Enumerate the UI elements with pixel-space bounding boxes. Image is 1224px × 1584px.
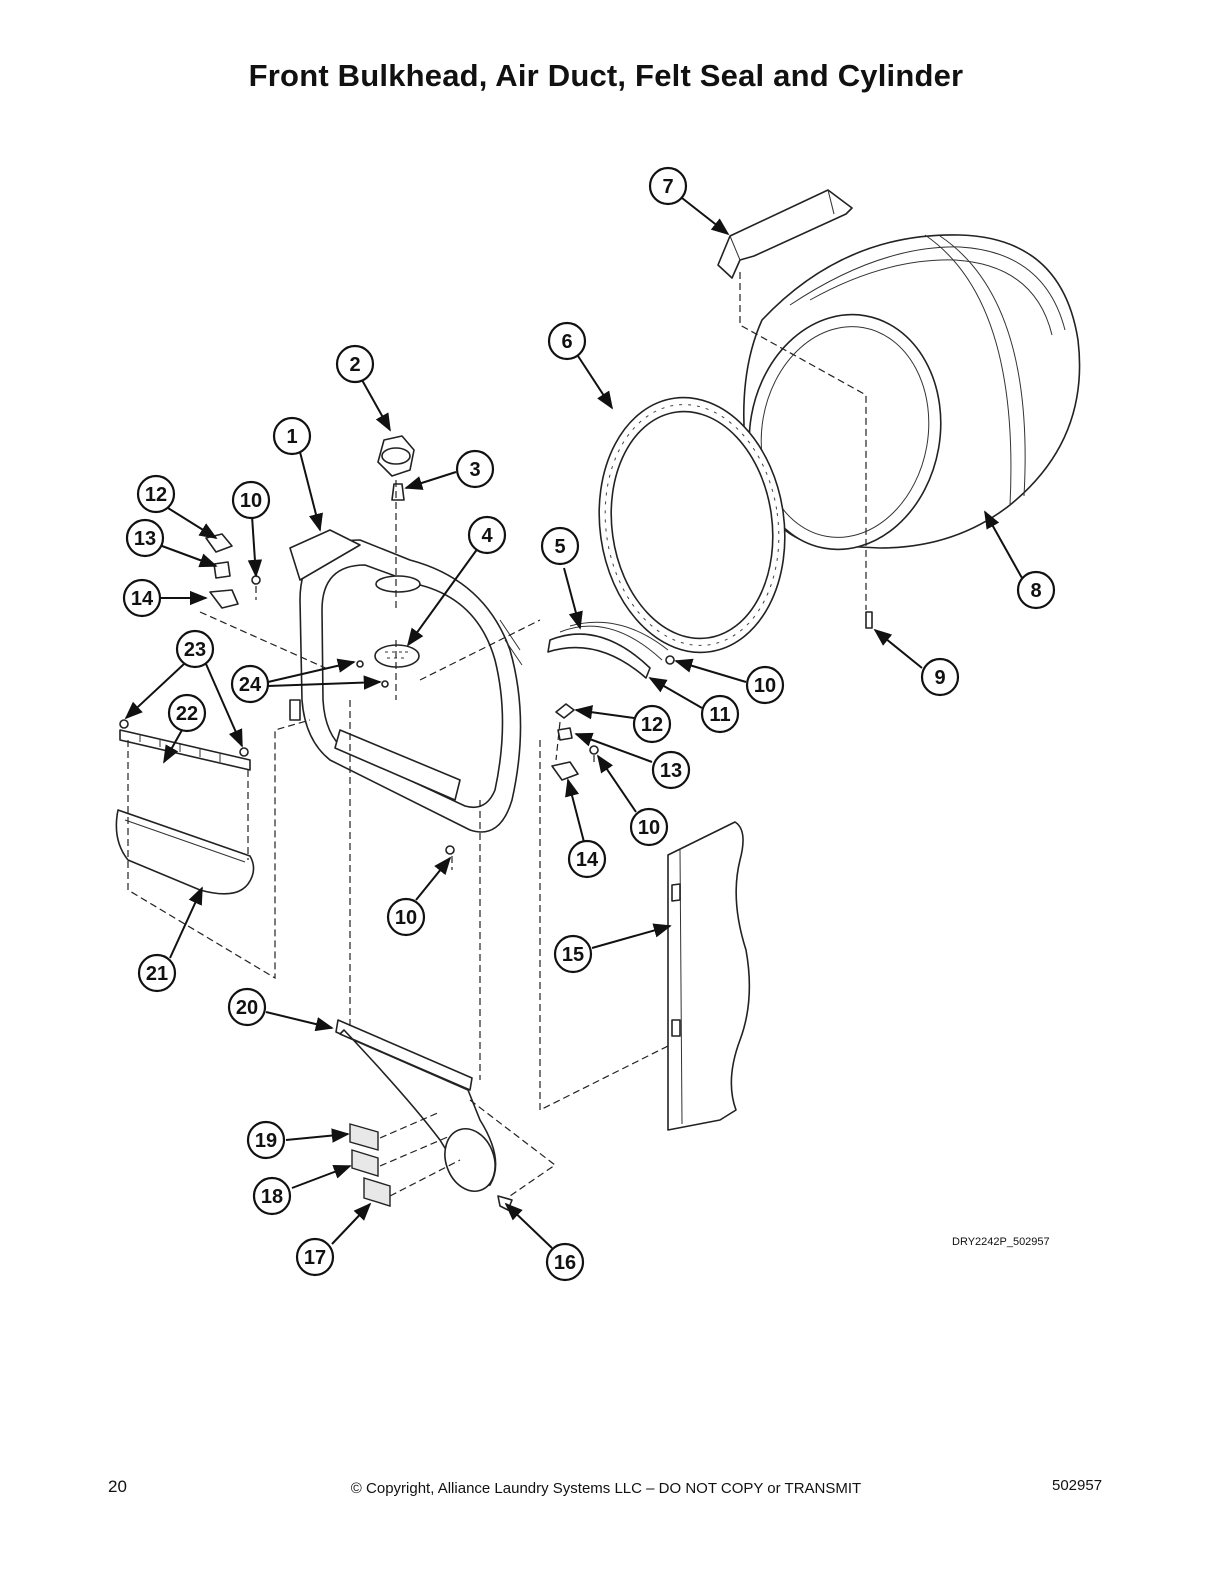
callout-8: 8 (1016, 570, 1056, 610)
part-felt-seal (598, 396, 786, 654)
svg-text:9: 9 (934, 667, 945, 689)
svg-text:14: 14 (576, 849, 599, 871)
callout-3: 3 (455, 449, 495, 489)
screw-icons (119, 611, 873, 855)
callout-18: 18 (252, 1176, 292, 1216)
callout-22: 22 (167, 693, 207, 733)
svg-text:10: 10 (240, 490, 262, 512)
svg-text:13: 13 (660, 760, 682, 782)
part-clip-left (205, 533, 261, 609)
callout-14a: 14 (122, 578, 162, 618)
callout-12a: 12 (136, 474, 176, 514)
callout-21: 21 (137, 953, 177, 993)
callout-11: 11 (700, 694, 740, 734)
svg-text:7: 7 (662, 176, 673, 198)
part-sensor-housing (377, 435, 415, 477)
svg-text:8: 8 (1030, 580, 1041, 602)
svg-text:6: 6 (561, 331, 572, 353)
callout-10b: 10 (745, 665, 785, 705)
svg-text:14: 14 (131, 588, 154, 610)
callout-13b: 13 (651, 750, 691, 790)
part-drum-cylinder (742, 234, 1081, 551)
callout-20: 20 (227, 987, 267, 1027)
callout-16: 16 (545, 1242, 585, 1282)
part-top-bracket (717, 189, 853, 279)
part-front-panel (667, 821, 751, 1131)
svg-text:1: 1 (286, 426, 297, 448)
svg-text:10: 10 (638, 817, 660, 839)
callout-12b: 12 (632, 704, 672, 744)
part-label-plates (349, 1123, 391, 1207)
callout-5: 5 (540, 526, 580, 566)
svg-text:10: 10 (395, 907, 417, 929)
part-sensor-bulb (391, 483, 405, 501)
part-lint-screen (115, 809, 255, 895)
svg-text:5: 5 (554, 536, 565, 558)
document-number: 502957 (1052, 1477, 1103, 1494)
leader-arrows (124, 197, 1023, 1249)
callout-19: 19 (246, 1120, 286, 1160)
svg-text:2: 2 (349, 354, 360, 376)
svg-text:15: 15 (562, 944, 584, 966)
svg-text:10: 10 (754, 675, 776, 697)
svg-text:4: 4 (481, 525, 493, 547)
svg-text:24: 24 (239, 674, 262, 696)
callout-7: 7 (648, 166, 688, 206)
callout-17: 17 (295, 1237, 335, 1277)
svg-text:16: 16 (554, 1252, 576, 1274)
copyright-notice: © Copyright, Alliance Laundry Systems LL… (350, 1480, 862, 1497)
assembly-lines (127, 272, 867, 1197)
part-front-bulkhead (289, 529, 523, 833)
svg-text:12: 12 (641, 714, 663, 736)
part-grille-plate (374, 644, 420, 668)
svg-text:13: 13 (134, 528, 156, 550)
svg-text:19: 19 (255, 1130, 277, 1152)
part-lint-grille (119, 729, 251, 771)
callout-14b: 14 (567, 839, 607, 879)
figure-code: DRY2242P_502957 (952, 1236, 1050, 1248)
part-air-duct (335, 1019, 497, 1192)
svg-text:21: 21 (146, 963, 168, 985)
callout-10a: 10 (231, 480, 271, 520)
callout-10c: 10 (629, 807, 669, 847)
callout-24: 24 (230, 664, 270, 704)
callout-13a: 13 (125, 518, 165, 558)
callout-9: 9 (920, 657, 960, 697)
svg-text:22: 22 (176, 703, 198, 725)
callout-1: 1 (272, 416, 312, 456)
page-title: Front Bulkhead, Air Duct, Felt Seal and … (248, 58, 964, 93)
svg-text:3: 3 (469, 459, 480, 481)
callout-15: 15 (553, 934, 593, 974)
callout-23: 23 (175, 629, 215, 669)
callout-4: 4 (467, 515, 507, 555)
svg-text:11: 11 (709, 704, 730, 726)
svg-text:20: 20 (236, 997, 258, 1019)
svg-text:12: 12 (145, 484, 167, 506)
svg-text:23: 23 (184, 639, 206, 661)
callout-6: 6 (547, 321, 587, 361)
callout-2: 2 (335, 344, 375, 384)
callout-10d: 10 (386, 897, 426, 937)
page-number: 20 (108, 1477, 127, 1496)
svg-text:18: 18 (261, 1186, 283, 1208)
part-clip-right (551, 703, 599, 781)
svg-text:17: 17 (304, 1247, 326, 1269)
